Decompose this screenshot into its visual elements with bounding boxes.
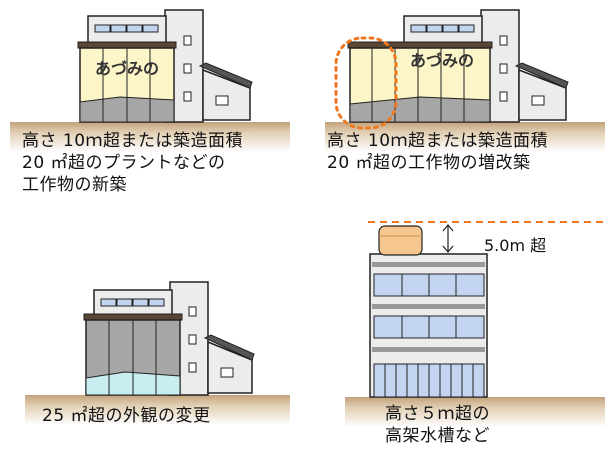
- tower-window: [183, 35, 192, 46]
- floor-band: [372, 347, 485, 352]
- caption-line: 高さ 10ｍ超または築造面積: [327, 131, 549, 151]
- floor-band: [372, 262, 485, 267]
- caption-new-plant: 高さ 10ｍ超または築造面積 20 ㎡超のプラントなどの 工作物の新築: [22, 130, 243, 196]
- upper-window: [426, 24, 443, 33]
- upper-window: [116, 298, 133, 307]
- tower-window: [183, 91, 192, 102]
- annex-roof: [198, 62, 253, 89]
- caption-line: 高さ５ｍ超の: [385, 404, 490, 424]
- tower-window: [183, 63, 192, 74]
- tower-window: [188, 334, 197, 345]
- floor-band: [372, 304, 485, 309]
- caption-line: 高架水槽など: [385, 426, 490, 446]
- tower-window: [188, 362, 197, 373]
- sign-text: あづみの: [410, 51, 474, 70]
- annex-window: [531, 95, 545, 106]
- caption-line: 25 ㎡超の外観の変更: [42, 406, 211, 426]
- tower-window: [499, 35, 508, 46]
- panel-extension: あづみの: [325, 9, 605, 152]
- roof-beam: [77, 41, 177, 49]
- annex: [518, 68, 567, 121]
- arrow-head-down: [442, 245, 454, 253]
- annex-window: [220, 367, 234, 378]
- caption-line: 20 ㎡超の工作物の増改築: [327, 153, 531, 173]
- ground: [10, 122, 290, 152]
- annex: [202, 68, 251, 121]
- ground: [325, 122, 605, 152]
- roof-beam: [83, 313, 183, 321]
- upper-window: [126, 24, 143, 33]
- annex-roof: [203, 334, 255, 361]
- upper-window: [148, 298, 165, 307]
- caption-appearance-change: 25 ㎡超の外観の変更: [42, 405, 211, 427]
- upper-window: [132, 298, 149, 307]
- panel-water-tank: [345, 221, 606, 427]
- tower-window: [188, 306, 197, 317]
- ground: [345, 397, 605, 427]
- upper-window: [410, 24, 427, 33]
- upper-window: [100, 298, 117, 307]
- annex-roof: [514, 62, 569, 89]
- panel-appearance-change: [25, 281, 290, 425]
- arrow-head-up: [442, 224, 454, 232]
- upper-window: [110, 24, 127, 33]
- caption-line: 工作物の新築: [22, 175, 127, 195]
- caption-line: 20 ㎡超のプラントなどの: [22, 153, 226, 173]
- upper-window: [458, 24, 475, 33]
- caption-extension: 高さ 10ｍ超または築造面積 20 ㎡超の工作物の増改築: [327, 130, 548, 174]
- water-tank: [378, 225, 423, 256]
- extension-highlight: [334, 36, 398, 130]
- tower-window: [499, 63, 508, 74]
- annex-window: [215, 95, 229, 106]
- ground: [25, 395, 290, 425]
- caption-water-tank: 高さ５ｍ超の 高架水槽など: [385, 403, 490, 447]
- upper-window: [142, 24, 159, 33]
- upper-window: [442, 24, 459, 33]
- panel-new-plant: あづみの: [10, 9, 290, 152]
- roof-beam: [347, 41, 493, 49]
- upper-window: [94, 24, 111, 33]
- tower-window: [499, 91, 508, 102]
- sign-text: あづみの: [95, 59, 159, 78]
- height-label: 5.0m 超: [484, 236, 547, 255]
- facade-base: [349, 96, 491, 123]
- caption-line: 高さ 10ｍ超または築造面積: [22, 131, 244, 151]
